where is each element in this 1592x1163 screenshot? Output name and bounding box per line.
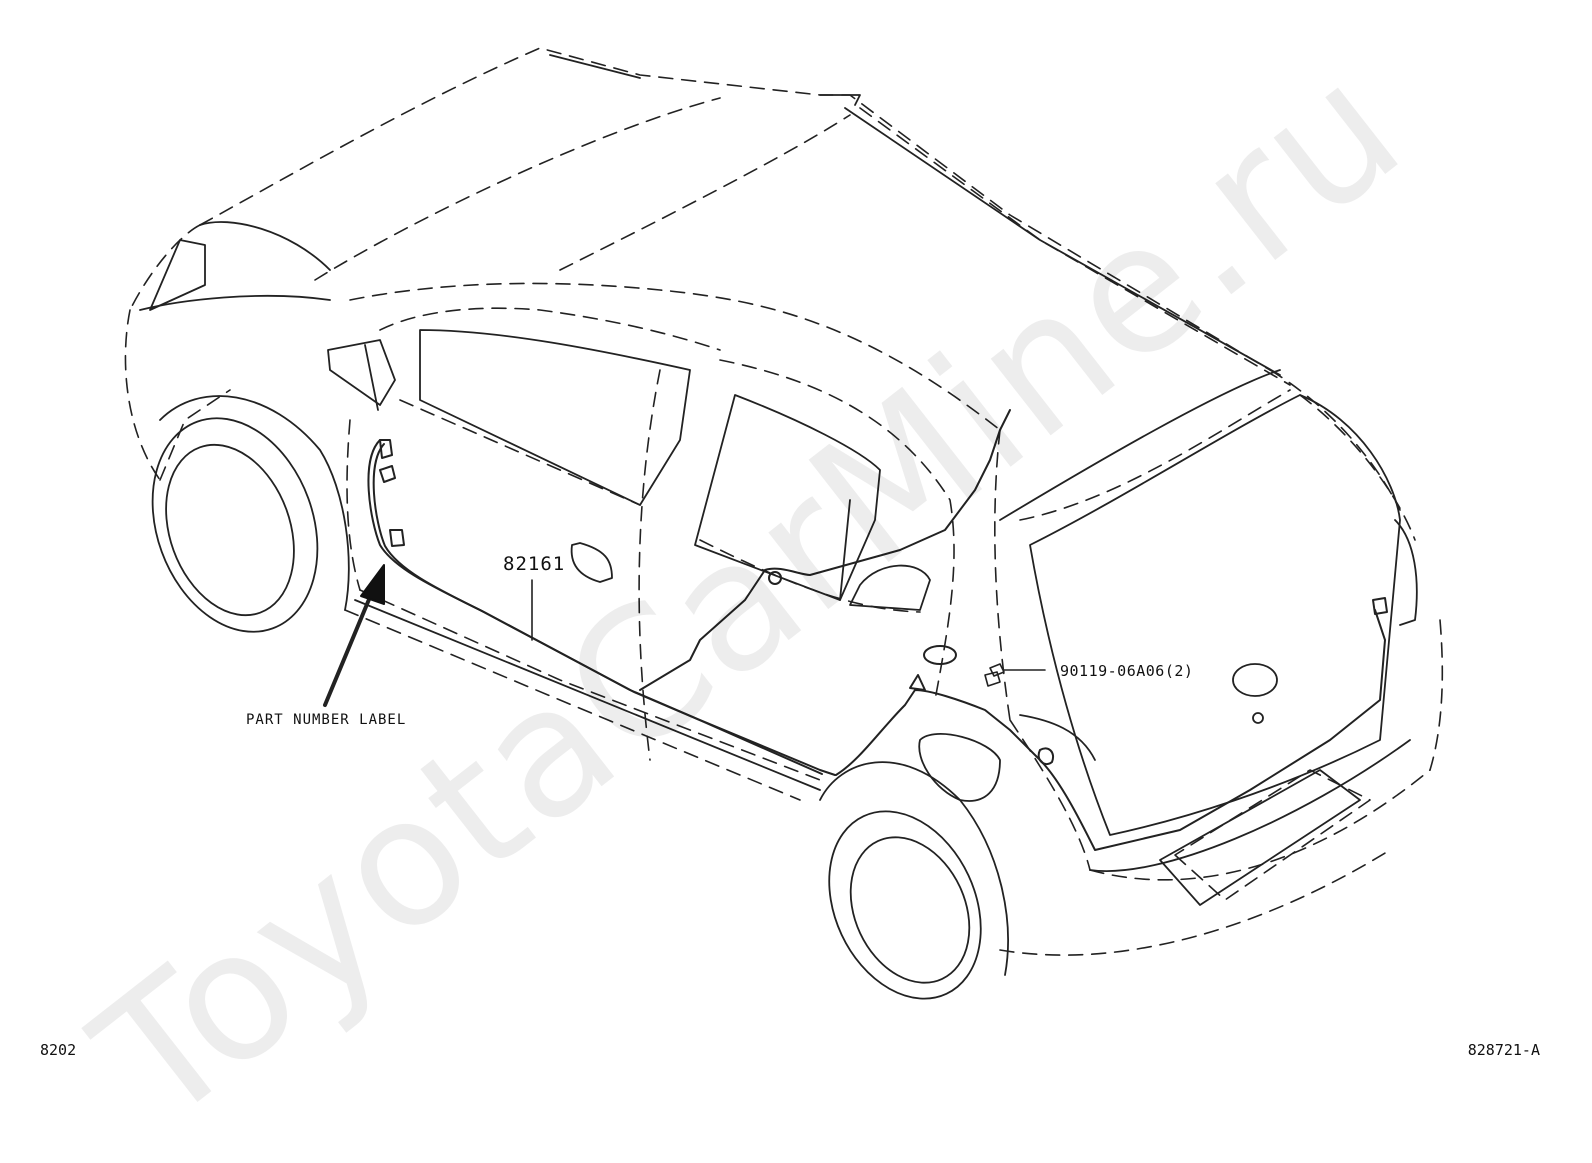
part-number-label-arrow xyxy=(323,583,377,707)
arrow-head xyxy=(360,564,385,605)
bolt-90119 xyxy=(984,663,1046,687)
illustration-ref: 828721-A xyxy=(1467,1041,1540,1059)
wire-harness-82161 xyxy=(367,409,1388,851)
parts-diagram: 82161 90119-06A06(2) PART NUMBER LABEL 8… xyxy=(40,23,1540,1163)
body-outline-dashed xyxy=(124,47,1444,956)
figure-code: 8202 xyxy=(40,1041,77,1059)
vehicle-drawing xyxy=(124,47,1444,1000)
body-outline-solid xyxy=(139,54,1418,1000)
bolt-part-number: 90119-06A06(2) xyxy=(1060,662,1194,680)
part-number-label-text: PART NUMBER LABEL xyxy=(246,712,407,728)
harness-part-number: 82161 xyxy=(503,553,566,575)
